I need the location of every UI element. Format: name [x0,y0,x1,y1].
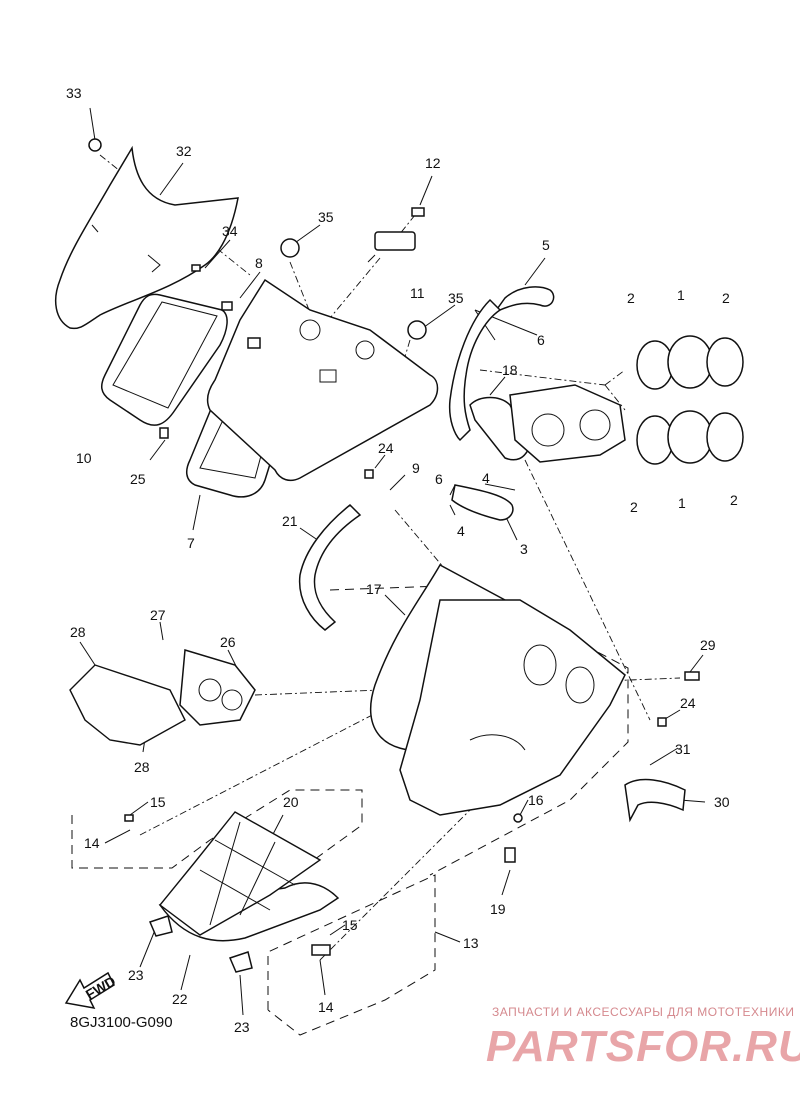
fwd-arrow: FWD [64,971,118,1010]
callout-19: 19 [490,901,506,917]
callout-2: 2 [722,290,730,306]
callout-14: 14 [84,835,100,851]
fasteners [88,138,700,956]
callout-6: 6 [537,332,545,348]
callout-10: 10 [76,450,92,466]
callout-23: 23 [234,1019,250,1035]
callout-15: 15 [342,917,358,933]
callout-4: 4 [482,470,490,486]
callout-35: 35 [448,290,464,306]
callout-25: 25 [130,471,146,487]
callout-22: 22 [172,991,188,1007]
part-32-cover [54,145,239,330]
callout-7: 7 [187,535,195,551]
callout-14: 14 [318,999,334,1015]
callout-33: 33 [66,85,82,101]
callout-16: 16 [528,792,544,808]
callout-3: 3 [520,541,528,557]
callout-18: 18 [502,362,518,378]
callout-28: 28 [70,624,86,640]
callout-23: 23 [128,967,144,983]
callout-1: 1 [677,287,685,303]
part-23-pads [148,915,253,973]
callout-24: 24 [378,440,394,456]
callout-34: 34 [222,223,238,239]
watermark-tagline: ЗАПЧАСТИ И АКСЕССУАРЫ ДЛЯ МОТОТЕХНИКИ [492,1005,795,1019]
callout-20: 20 [283,794,299,810]
callout-28: 28 [134,759,150,775]
hoses [298,286,686,823]
callout-8: 8 [255,255,263,271]
callout-31: 31 [675,741,691,757]
callout-17: 17 [366,581,382,597]
callout-6: 6 [435,471,443,487]
diagram-code: 8GJ3100-G090 [70,1014,173,1031]
callout-4: 4 [457,523,465,539]
callout-21: 21 [282,513,298,529]
callout-5: 5 [542,237,550,253]
callout-24: 24 [680,695,696,711]
part-8-upper-box [206,278,439,482]
callout-35: 35 [318,209,334,225]
callout-32: 32 [176,143,192,159]
callout-29: 29 [700,637,716,653]
part-18-throttle-body [469,384,626,463]
callout-1: 1 [678,495,686,511]
callout-numbers: 33 32 12 35 34 8 11 35 5 6 2 1 2 18 10 2… [66,85,738,1035]
callout-27: 27 [150,607,166,623]
parts-1-2-joints [636,335,744,465]
part-20-22-tray [158,811,340,942]
callout-15: 15 [150,794,166,810]
callout-2: 2 [730,492,738,508]
callout-30: 30 [714,794,730,810]
part-17-air-box [369,563,626,816]
part-26-28-intake [69,649,256,746]
watermark-brand: PARTSFOR.RU [486,1022,800,1071]
callout-26: 26 [220,634,236,650]
callout-11: 11 [410,285,425,301]
callout-13: 13 [463,935,479,951]
part-11-sensor [367,231,416,263]
assembly-boundaries [71,584,629,1036]
callout-9: 9 [412,460,420,476]
part-10-seal [100,293,228,426]
callout-12: 12 [425,155,441,171]
callout-2: 2 [630,499,638,515]
callout-2: 2 [627,290,635,306]
